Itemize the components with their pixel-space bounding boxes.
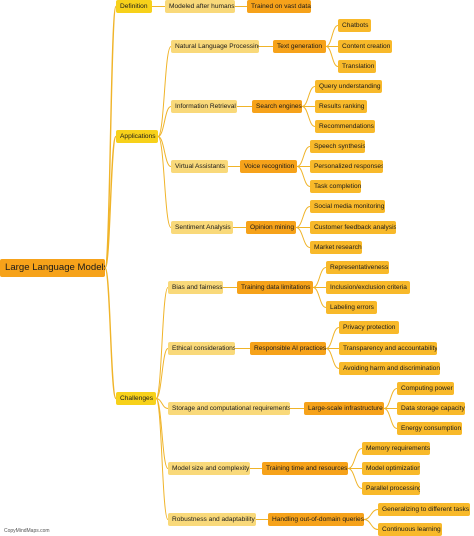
branch-definition[interactable]: Definition (116, 0, 152, 13)
node-parallel-processing[interactable]: Parallel processing (362, 482, 420, 495)
node-search-engines[interactable]: Search engines (252, 100, 302, 113)
node-content-creation[interactable]: Content creation (338, 40, 392, 53)
node-voice-recognition[interactable]: Voice recognition (240, 160, 297, 173)
connector-line (363, 519, 379, 530)
node-avoiding-harm-and-discrimination[interactable]: Avoiding harm and discrimination (339, 362, 440, 375)
connector-line (104, 267, 117, 400)
node-transparency-and-accountability[interactable]: Transparency and accountability (339, 342, 437, 355)
node-opinion-mining[interactable]: Opinion mining (246, 221, 296, 234)
connector-line (295, 227, 311, 248)
node-personalized-responses[interactable]: Personalized responses (310, 160, 383, 173)
connector-line (301, 106, 316, 127)
node-modeled-after-humans[interactable]: Modeled after humans (165, 0, 235, 13)
connector-line (157, 136, 172, 228)
connector-line (325, 327, 340, 349)
connector-line (301, 86, 316, 107)
node-text-generation[interactable]: Text generation (273, 40, 326, 53)
node-virtual-assistants[interactable]: Virtual Assistants (171, 160, 228, 173)
connector-line (296, 146, 311, 167)
node-customer-feedback-analysis[interactable]: Customer feedback analysis (310, 221, 396, 234)
node-responsible-ai-practices[interactable]: Responsible AI practices (250, 342, 326, 355)
node-task-completion[interactable]: Task completion (310, 180, 361, 193)
node-memory-requirements[interactable]: Memory requirements (362, 442, 430, 455)
node-translation[interactable]: Translation (338, 60, 376, 73)
connector-line (155, 398, 169, 409)
connector-line (155, 287, 169, 399)
node-generalizing-to-different-tasks[interactable]: Generalizing to different tasks (378, 503, 470, 516)
root-node[interactable]: Large Language Models (0, 259, 105, 277)
connector-line (325, 46, 339, 67)
node-computing-power[interactable]: Computing power (397, 382, 454, 395)
branch-challenges[interactable]: Challenges (116, 392, 156, 405)
node-robustness-and-adaptability[interactable]: Robustness and adaptability (168, 513, 256, 526)
node-bias-and-fairness[interactable]: Bias and fairness (168, 281, 223, 294)
connector-line (312, 287, 327, 308)
connector-line (157, 46, 172, 137)
node-model-optimization[interactable]: Model optimization (362, 462, 420, 475)
node-natural-language-processing[interactable]: Natural Language Processing (171, 40, 259, 53)
node-speech-synthesis[interactable]: Speech synthesis (310, 140, 365, 153)
node-training-time-and-resources[interactable]: Training time and resources (262, 462, 348, 475)
connector-line (383, 408, 398, 429)
node-labeling-errors[interactable]: Labeling errors (326, 301, 377, 314)
connector-line (312, 267, 327, 288)
connector-line (347, 468, 363, 489)
node-market-research[interactable]: Market research (310, 241, 362, 254)
node-sentiment-analysis[interactable]: Sentiment Analysis (171, 221, 233, 234)
node-privacy-protection[interactable]: Privacy protection (339, 321, 399, 334)
node-training-data-limitations[interactable]: Training data limitations (237, 281, 313, 294)
node-storage-and-computational-requirements[interactable]: Storage and computational requirements (168, 402, 290, 415)
node-model-size-and-complexity[interactable]: Model size and complexity (168, 462, 250, 475)
node-handling-out-of-domain-queries[interactable]: Handling out-of-domain queries (268, 513, 364, 526)
branch-applications[interactable]: Applications (116, 130, 158, 143)
connector-line (155, 348, 169, 399)
node-query-understanding[interactable]: Query understanding (315, 80, 382, 93)
connector-line (295, 206, 311, 228)
connector-line (155, 398, 169, 520)
node-large-scale-infrastructure[interactable]: Large-scale infrastructure (304, 402, 384, 415)
connector-line (104, 135, 117, 269)
connector-line (157, 106, 172, 137)
node-information-retrieval[interactable]: Information Retrieval (171, 100, 237, 113)
node-energy-consumption[interactable]: Energy consumption (397, 422, 462, 435)
node-recommendations[interactable]: Recommendations (315, 120, 375, 133)
connector-line (104, 5, 117, 269)
node-representativeness[interactable]: Representativeness (326, 261, 389, 274)
node-results-ranking[interactable]: Results ranking (315, 100, 367, 113)
node-ethical-considerations[interactable]: Ethical considerations (168, 342, 235, 355)
node-social-media-monitoring[interactable]: Social media monitoring (310, 200, 385, 213)
node-chatbots[interactable]: Chatbots (338, 19, 371, 32)
node-inclusion-exclusion-criteria[interactable]: Inclusion/exclusion criteria (326, 281, 410, 294)
connector-line (347, 448, 363, 469)
connector-line (325, 348, 340, 369)
watermark-text: CopyMindMaps.com (4, 528, 50, 534)
node-continuous-learning[interactable]: Continuous learning (378, 523, 442, 536)
connector-line (383, 388, 398, 409)
node-trained-on-vast-data[interactable]: Trained on vast data (247, 0, 311, 13)
connector-line (296, 166, 311, 187)
node-data-storage-capacity[interactable]: Data storage capacity (397, 402, 465, 415)
connector-line (325, 25, 339, 47)
connector-line (363, 509, 379, 520)
